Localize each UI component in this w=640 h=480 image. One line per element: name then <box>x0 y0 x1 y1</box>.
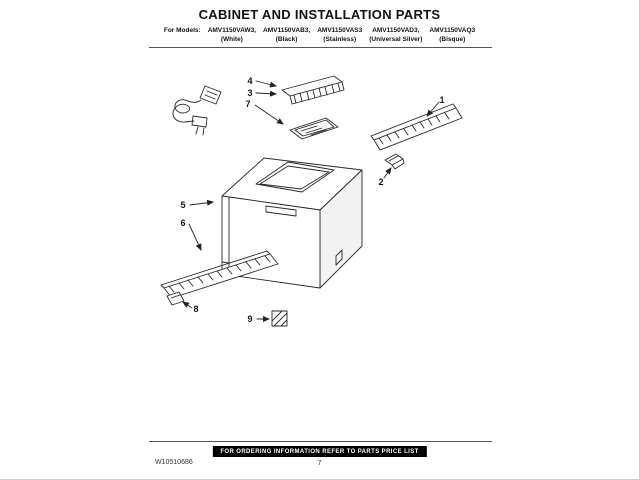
callout-3: 3 <box>247 88 252 98</box>
models-prefix: For Models: <box>163 27 201 34</box>
small-side-bracket <box>166 291 185 306</box>
model-code: AMV1150VAQ3 <box>429 27 476 34</box>
model-color: (Stainless) <box>323 36 357 44</box>
header-divider <box>149 47 492 48</box>
callout-numbers: 1 2 3 4 5 6 7 8 9 <box>180 76 444 324</box>
blocker-plate <box>271 310 288 327</box>
power-cord <box>172 85 222 136</box>
callout-4: 4 <box>247 76 252 86</box>
model-color: (Universal Silver) <box>369 36 423 44</box>
models-row: For Models: AMV1150VAW3, (White) AMV1150… <box>0 26 639 44</box>
callout-6: 6 <box>180 218 185 228</box>
model-color: (White) <box>220 36 243 44</box>
model-entry: AMV1150VAW3, (White) <box>208 26 256 44</box>
callout-leaders <box>182 80 440 322</box>
model-entry: AMV1150VAD3, (Universal Silver) <box>369 26 422 44</box>
callout-2: 2 <box>378 177 383 187</box>
page-number: 7 <box>317 460 322 467</box>
page-title: CABINET AND INSTALLATION PARTS <box>198 7 441 22</box>
footer-divider <box>149 441 492 442</box>
model-code: AMV1150VAW3, <box>207 27 256 34</box>
page-header: CABINET AND INSTALLATION PARTS For Model… <box>0 7 639 44</box>
model-code: AMV1150VAS3 <box>317 27 363 34</box>
bottom-mounting-bracket <box>160 250 279 299</box>
callout-7: 7 <box>245 99 250 109</box>
callout-1: 1 <box>439 95 444 105</box>
ordering-note: FOR ORDERING INFORMATION REFER TO PARTS … <box>212 446 427 457</box>
model-entry: AMV1150VAB3, (Black) <box>263 26 310 44</box>
model-entry: AMV1150VAQ3 (Bisque) <box>429 26 475 44</box>
top-mounting-bracket <box>370 103 463 151</box>
shield-plate <box>289 117 339 140</box>
callout-9: 9 <box>247 314 252 324</box>
model-code: AMV1150VAD3, <box>372 27 420 34</box>
model-color: (Bisque) <box>439 36 466 44</box>
callout-8: 8 <box>193 304 198 314</box>
model-color: (Black) <box>275 36 298 44</box>
mounting-clip <box>384 153 405 170</box>
doc-number: W10510686 <box>155 459 193 466</box>
model-code: AMV1150VAB3, <box>263 27 311 34</box>
callout-5: 5 <box>180 200 185 210</box>
vent-grille <box>281 75 345 105</box>
model-entry: AMV1150VAS3 (Stainless) <box>317 26 362 44</box>
